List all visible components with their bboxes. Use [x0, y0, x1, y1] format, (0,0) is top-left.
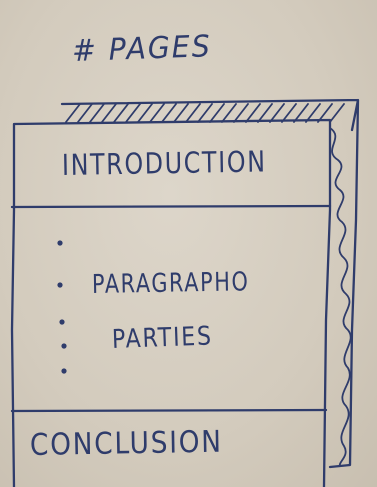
wavy-edge-right	[330, 128, 351, 466]
introduction-label: INTRODUCTION	[62, 144, 267, 182]
bullet-dot	[61, 343, 66, 348]
bullet-dot	[61, 368, 66, 373]
bullet-dot	[57, 282, 62, 287]
divider-introduction	[12, 206, 330, 207]
pages-title: # PAGES	[71, 29, 212, 69]
bullet-dot	[57, 240, 62, 245]
divider-conclusion	[12, 410, 326, 411]
body-label-line1: PARAGRAPHO	[92, 267, 250, 300]
body-label-line2: PARTIES	[111, 321, 213, 354]
conclusion-label: CONCLUSION	[30, 425, 223, 463]
bullet-dot	[59, 319, 64, 324]
